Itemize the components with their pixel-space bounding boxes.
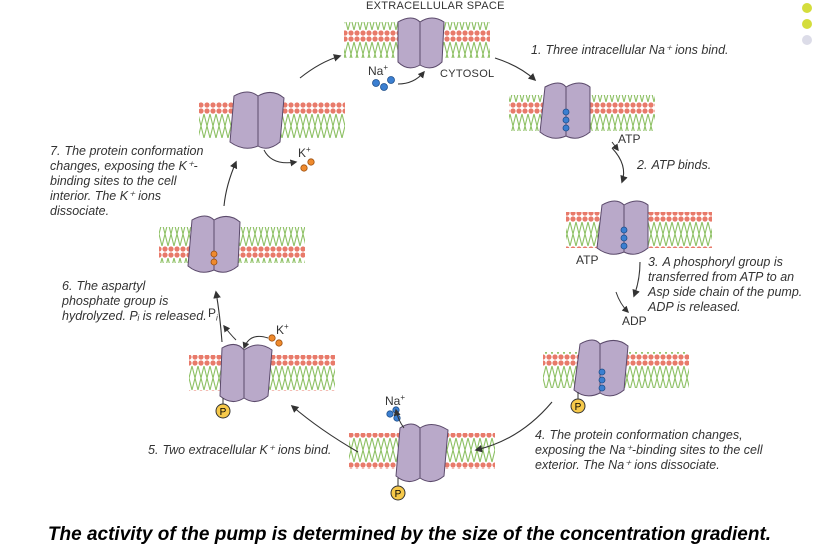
adp-label: ADP bbox=[622, 314, 647, 328]
sodium-label-step4: Na+ bbox=[385, 393, 406, 408]
potassium-ions-step5 bbox=[268, 334, 283, 347]
cytosol-label: CYTOSOL bbox=[440, 68, 495, 80]
pump-protein-top bbox=[397, 17, 445, 69]
step-5-text: 5.Two extracellular K⁺ ions bind. bbox=[148, 443, 332, 457]
diagram-caption: The activity of the pump is determined b… bbox=[47, 524, 772, 545]
pump-protein-step6 bbox=[187, 215, 241, 273]
sodium-ions-bound-step1 bbox=[562, 108, 570, 132]
step-1-text: 1.Three intracellular Na⁺ ions bind. bbox=[531, 43, 729, 57]
cycle-arrows bbox=[213, 54, 641, 453]
pump-protein-step7 bbox=[229, 91, 285, 149]
sodium-label-top: Na+ bbox=[368, 63, 389, 78]
extracellular-space-label: EXTRACELLULAR SPACE bbox=[366, 0, 505, 12]
potassium-label-step5: K+ bbox=[276, 322, 289, 337]
pump-protein-step2 bbox=[596, 200, 649, 255]
svg-text:P: P bbox=[395, 489, 402, 500]
step-4-text: 4.The protein conformation changes, expo… bbox=[535, 428, 763, 472]
sodium-ions-bound-step3 bbox=[598, 368, 606, 392]
atp-label-step1: ATP bbox=[618, 132, 641, 146]
phosphate-released-label: Pi bbox=[208, 306, 218, 323]
atp-label-step3: ATP bbox=[576, 253, 599, 267]
potassium-label-step7: K+ bbox=[298, 145, 311, 160]
phosphate-group-step3: P bbox=[570, 392, 586, 414]
sodium-ions-cytosol bbox=[372, 76, 395, 91]
potassium-ions-bound-step6 bbox=[210, 250, 218, 266]
step-6-text: 6.The aspartyl phosphate group is hydrol… bbox=[62, 279, 207, 323]
pump-protein-step3 bbox=[573, 339, 629, 397]
phosphate-group-step5: P bbox=[215, 398, 231, 419]
step-7-text: 7.The protein conformation changes, expo… bbox=[50, 144, 204, 218]
phosphate-group-step4: P bbox=[390, 478, 406, 501]
pump-protein-step5 bbox=[219, 344, 273, 402]
step-3-text: 3.A phosphoryl group is transferred from… bbox=[648, 255, 803, 314]
svg-text:P: P bbox=[220, 407, 227, 418]
svg-text:P: P bbox=[575, 402, 582, 413]
sodium-ions-bound-step2 bbox=[620, 226, 628, 250]
pump-protein-step4 bbox=[395, 423, 449, 482]
step-2-text: 2.ATP binds. bbox=[637, 158, 712, 172]
potassium-ions-released-step7 bbox=[300, 158, 315, 172]
pump-protein-step1 bbox=[539, 82, 591, 139]
sodium-ions-released-step4 bbox=[386, 406, 401, 422]
ion-arrows bbox=[223, 70, 629, 429]
decorative-dots bbox=[802, 3, 812, 45]
